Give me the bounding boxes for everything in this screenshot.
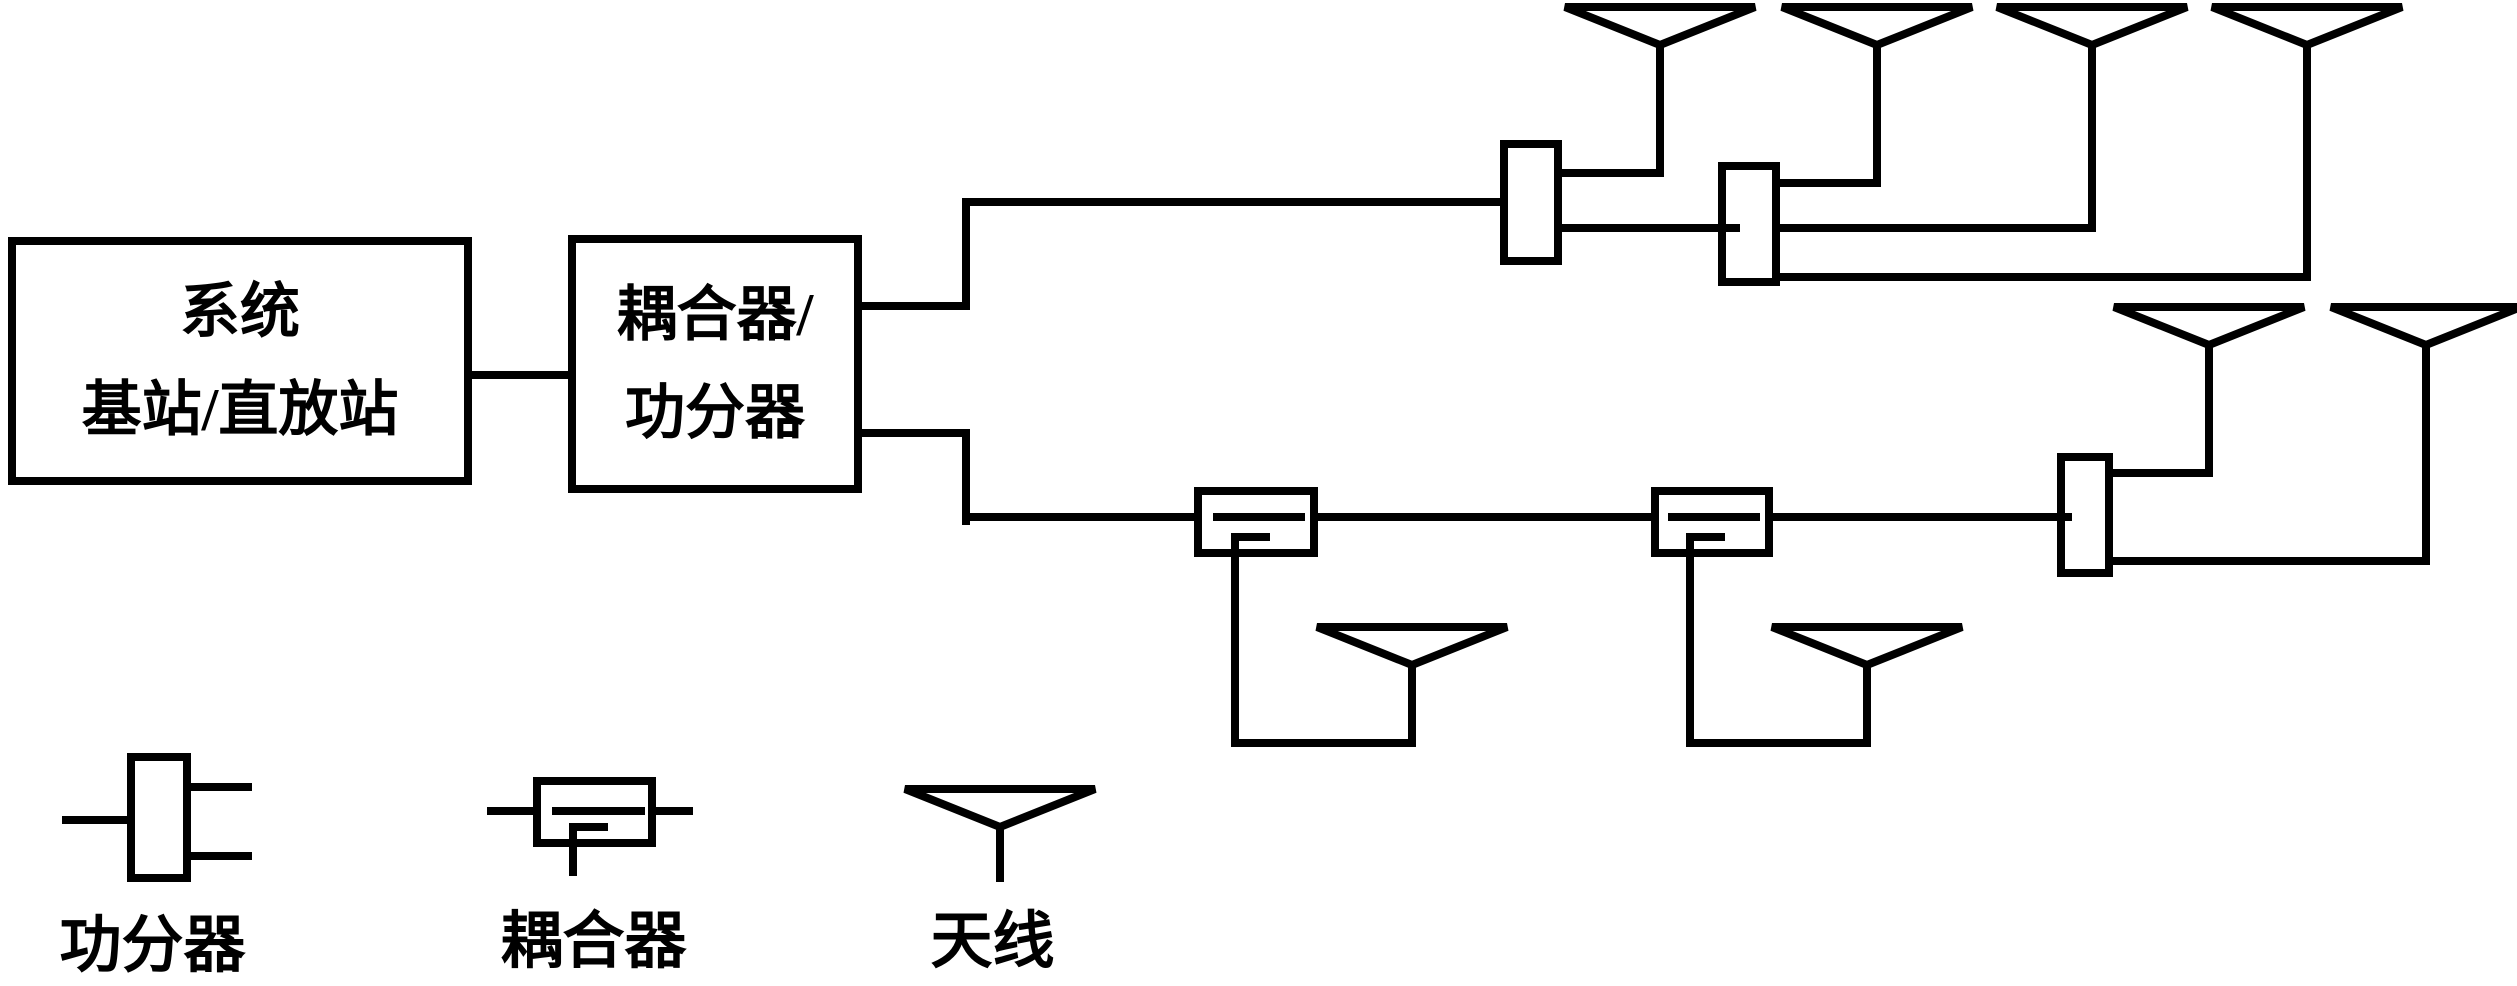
coupler-divider-box-label-line2: 功分器 bbox=[625, 380, 805, 446]
legend-power-divider-output-line bbox=[183, 783, 252, 791]
wire-upper-branch-riser bbox=[962, 198, 970, 310]
wire-coupler2-tap-drop bbox=[1686, 533, 1694, 747]
wire-antenna6-stem bbox=[2422, 341, 2430, 565]
antenna-icon bbox=[1770, 623, 1964, 669]
legend-coupler-tap bbox=[573, 823, 608, 831]
legend-coupler-tap-drop bbox=[569, 823, 577, 876]
system-box-label-line2: 基站/直放站 bbox=[81, 377, 399, 443]
wire-divider1-to-antenna1 bbox=[1554, 169, 1664, 177]
wire-to-divider1 bbox=[962, 198, 1504, 206]
wire-antenna3-stem bbox=[2088, 41, 2096, 232]
legend-coupler-through-line bbox=[552, 807, 645, 815]
legend-power-divider-output-line bbox=[183, 852, 252, 860]
wire-divider2-to-antenna2 bbox=[1772, 179, 1881, 187]
antenna-icon bbox=[1315, 623, 1509, 669]
wire-antenna4-stem bbox=[2303, 41, 2311, 281]
antenna-icon bbox=[1780, 3, 1974, 49]
legend-power-divider-input-line bbox=[62, 816, 131, 824]
coupler2-through-line bbox=[1668, 513, 1760, 521]
wire-coupler2-to-divider3 bbox=[1765, 513, 2072, 521]
wire-divider3-to-antenna6 bbox=[2105, 557, 2430, 565]
legend-coupler-label: 耦合器 bbox=[500, 908, 687, 976]
wire-to-lower-antenna2 bbox=[1686, 739, 1871, 747]
wire-upper-branch bbox=[862, 302, 970, 310]
wire-divider2-to-antenna4 bbox=[1772, 273, 2311, 281]
wire-divider1-to-divider2 bbox=[1554, 224, 1740, 232]
legend-antenna-label: 天线 bbox=[930, 908, 1055, 976]
legend-coupler-input-line bbox=[487, 807, 537, 815]
wire-lower-antenna2-stem bbox=[1863, 661, 1871, 747]
wire-system-to-coupler bbox=[472, 371, 572, 379]
legend-power-divider-label: 功分器 bbox=[59, 912, 246, 980]
coupler2-tap bbox=[1686, 533, 1725, 541]
antenna-icon bbox=[2210, 3, 2404, 49]
antenna-icon bbox=[2329, 303, 2517, 349]
legend-antenna-icon bbox=[903, 785, 1097, 831]
coupler1-tap bbox=[1231, 533, 1270, 541]
wire-antenna5-stem bbox=[2205, 341, 2213, 477]
coupler-divider-box-label-line1: 耦合器/ bbox=[616, 282, 814, 348]
legend-coupler-output-line bbox=[648, 807, 693, 815]
wire-trunk-to-coupler1 bbox=[962, 513, 1198, 521]
wire-antenna2-stem bbox=[1873, 41, 1881, 187]
legend-power-divider-icon bbox=[127, 753, 191, 882]
coupler1-through-line bbox=[1213, 513, 1305, 521]
system-box-label-line1: 系统 bbox=[180, 279, 300, 345]
coupler-divider-box: 耦合器/ 功分器 bbox=[568, 235, 862, 493]
wire-lower-antenna1-stem bbox=[1408, 661, 1416, 747]
wire-lower-branch bbox=[862, 429, 970, 437]
wire-divider2-to-antenna3 bbox=[1772, 224, 2096, 232]
wire-lower-branch-drop bbox=[962, 429, 970, 525]
wire-divider3-to-antenna5 bbox=[2105, 469, 2213, 477]
coupler-icon bbox=[1194, 487, 1318, 557]
wire-antenna1-stem bbox=[1656, 41, 1664, 177]
antenna-icon bbox=[1563, 3, 1757, 49]
antenna-icon bbox=[2112, 303, 2306, 349]
power-divider-icon bbox=[1500, 140, 1562, 265]
coupler-icon bbox=[1651, 487, 1773, 557]
antenna-icon bbox=[1995, 3, 2189, 49]
wire-to-lower-antenna1 bbox=[1231, 739, 1416, 747]
legend-antenna-stem bbox=[996, 823, 1004, 882]
wire-coupler1-to-coupler2 bbox=[1310, 513, 1655, 521]
wire-coupler1-tap-drop bbox=[1231, 533, 1239, 747]
system-base-station-box: 系统 基站/直放站 bbox=[8, 237, 472, 485]
